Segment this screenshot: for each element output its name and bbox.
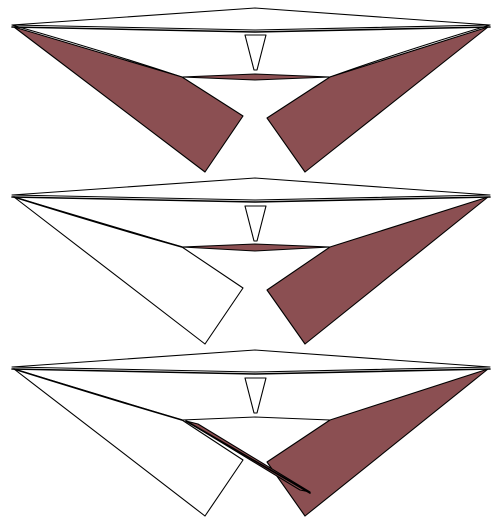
panel-1-right-flap (267, 27, 488, 172)
panel-1-center-strip (182, 74, 330, 80)
panel-3-center-stem (245, 378, 266, 413)
panel-2 (12, 178, 490, 344)
panel-2-right-flap (267, 197, 488, 344)
panel-3-left-flap (14, 369, 243, 516)
panel-3 (12, 350, 490, 516)
panel-2-center-stem (245, 206, 266, 241)
panel-1-left-flap (14, 27, 243, 172)
panel-1-top-band (12, 8, 490, 30)
panel-2-top-band (12, 178, 490, 200)
panel-1-center-stem (245, 35, 266, 70)
panel-3-right-flap (267, 369, 488, 516)
panel-2-left-flap (14, 197, 243, 344)
panel-2-center-strip (182, 244, 330, 251)
panel-3-top-band (12, 350, 490, 372)
panel-1 (12, 8, 490, 172)
panel-3-inner-strip-line (182, 417, 330, 420)
